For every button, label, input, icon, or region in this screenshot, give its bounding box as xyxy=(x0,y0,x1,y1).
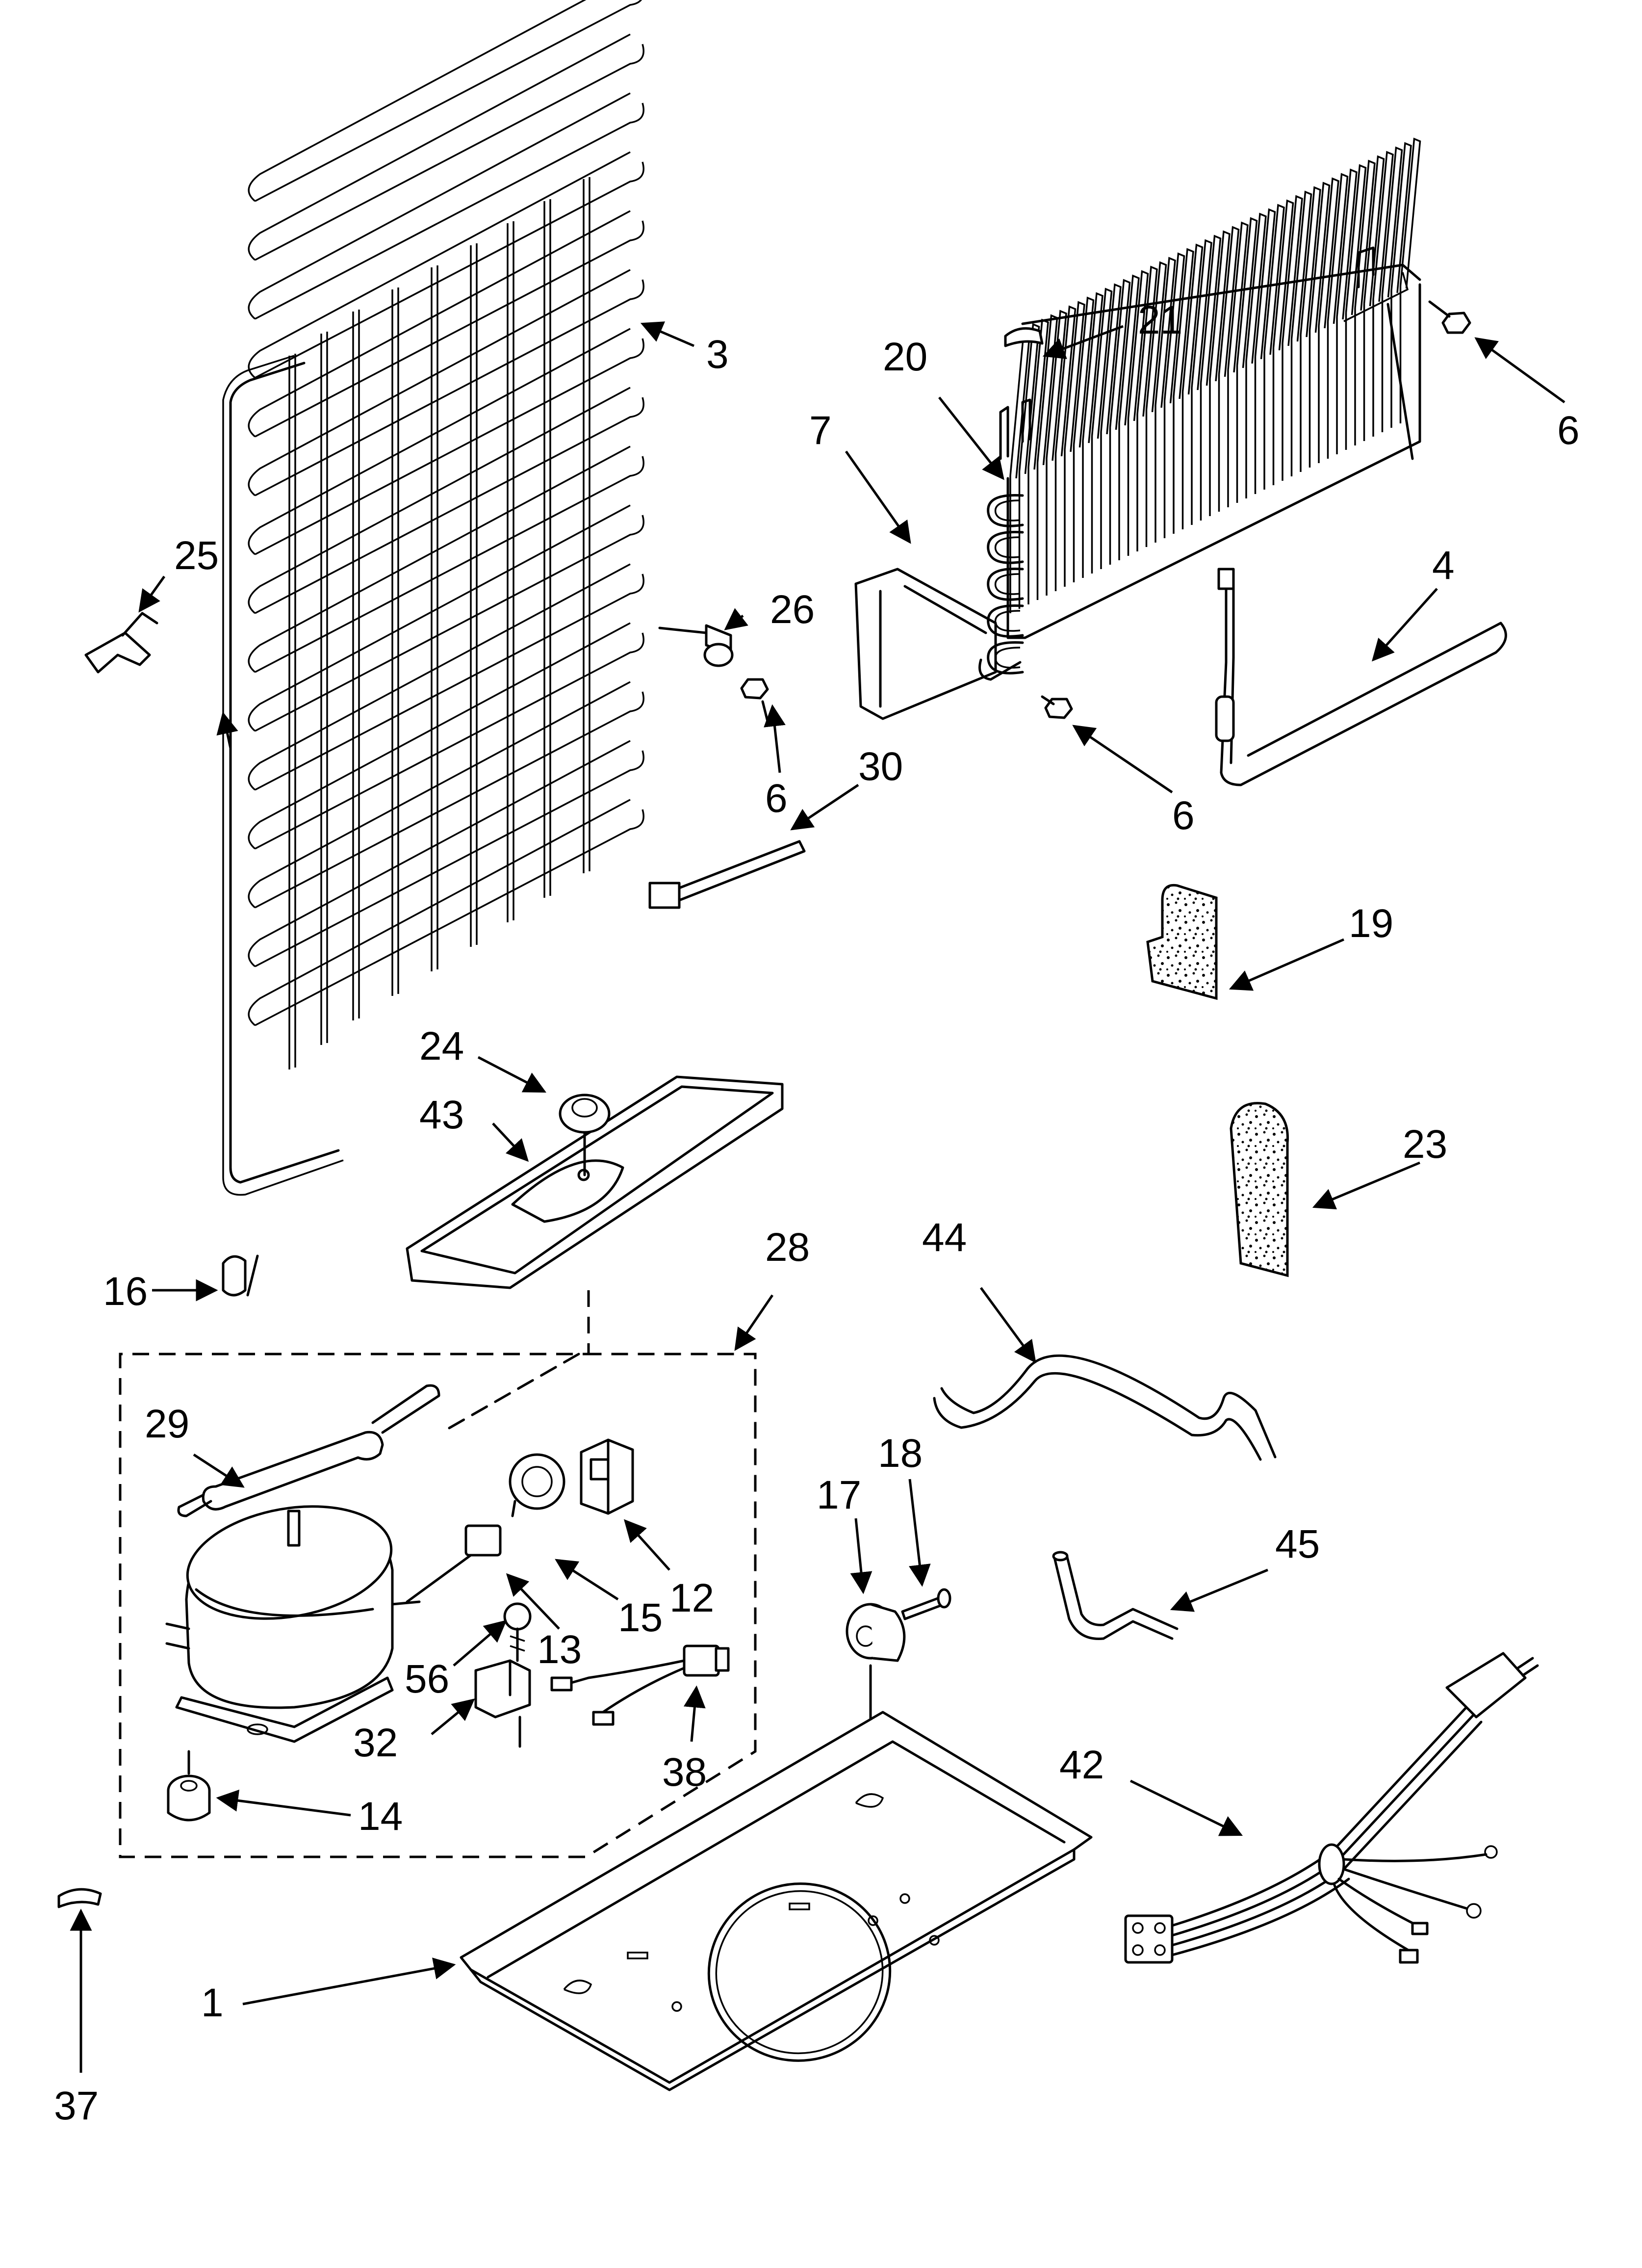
compressor-grommet xyxy=(167,1750,211,1822)
callout-15: 15 xyxy=(618,1595,663,1640)
callout-42: 42 xyxy=(1059,1743,1104,1787)
callout-23: 23 xyxy=(1403,1122,1447,1167)
wiring-harness xyxy=(1124,1652,1539,1964)
callout-32: 32 xyxy=(353,1721,398,1765)
evaporator xyxy=(978,137,1421,681)
drain-pan xyxy=(406,1075,784,1289)
callout-20: 20 xyxy=(883,335,927,379)
callout-labels: 3 25 6 26 7 20 21 6 4 6 30 19 23 24 43 1… xyxy=(54,298,1580,2128)
callout-25: 25 xyxy=(174,533,219,578)
small-clip xyxy=(57,1888,102,1908)
cable-tie xyxy=(648,840,806,909)
condenser-tube xyxy=(933,1354,1277,1461)
compressor-assembly-outline xyxy=(119,1290,757,1858)
capacitor xyxy=(474,1659,531,1748)
evaporator-clip xyxy=(1004,327,1044,347)
roller-pin xyxy=(901,1588,951,1620)
evaporator-bracket xyxy=(854,568,997,720)
callout-30: 30 xyxy=(858,744,903,789)
callout-4: 4 xyxy=(1432,543,1455,588)
callout-13: 13 xyxy=(537,1627,582,1672)
screw-6a xyxy=(740,678,769,723)
power-cord-wire xyxy=(550,1644,730,1726)
callout-37: 37 xyxy=(54,2084,99,2128)
foam-block-23 xyxy=(1230,1102,1289,1277)
spacer xyxy=(658,624,734,667)
callout-24: 24 xyxy=(419,1024,464,1069)
callout-17: 17 xyxy=(817,1473,861,1517)
callout-29: 29 xyxy=(145,1402,189,1446)
leader-lines xyxy=(70,321,1565,2073)
defrost-heater xyxy=(1215,568,1507,786)
relay-connector xyxy=(406,1524,502,1603)
callout-21: 21 xyxy=(1138,298,1182,342)
condenser-clip xyxy=(84,612,158,674)
callout-16: 16 xyxy=(103,1269,148,1314)
base-pan xyxy=(460,1711,1093,2091)
tube-clip xyxy=(222,1254,259,1297)
callout-44: 44 xyxy=(922,1215,967,1260)
callout-1: 1 xyxy=(201,1981,224,2025)
screw-6b xyxy=(1041,695,1073,719)
callout-3: 3 xyxy=(706,332,729,377)
condenser-coil xyxy=(222,0,644,1196)
filter-drier xyxy=(177,1384,440,1517)
screw-56 xyxy=(503,1602,532,1662)
callout-18: 18 xyxy=(878,1431,923,1476)
callout-6-left: 6 xyxy=(765,776,788,821)
callout-28: 28 xyxy=(765,1225,810,1270)
callout-7: 7 xyxy=(809,408,832,453)
callout-38: 38 xyxy=(662,1750,707,1795)
compressor xyxy=(165,1505,421,1743)
callout-19: 19 xyxy=(1349,901,1393,946)
callout-6-right: 6 xyxy=(1557,408,1580,453)
foam-block-19 xyxy=(1146,884,1218,1000)
callout-14: 14 xyxy=(358,1794,403,1839)
callout-45: 45 xyxy=(1275,1522,1320,1566)
callout-56: 56 xyxy=(405,1657,449,1701)
callout-43: 43 xyxy=(419,1093,464,1137)
screw-6c xyxy=(1428,300,1471,334)
callout-6-mid: 6 xyxy=(1172,793,1195,838)
grommet xyxy=(559,1094,611,1176)
callout-26: 26 xyxy=(770,587,815,632)
callout-12: 12 xyxy=(669,1576,714,1620)
start-relay xyxy=(580,1438,634,1515)
drain-tube xyxy=(1052,1551,1179,1640)
overload-protector xyxy=(509,1453,565,1517)
